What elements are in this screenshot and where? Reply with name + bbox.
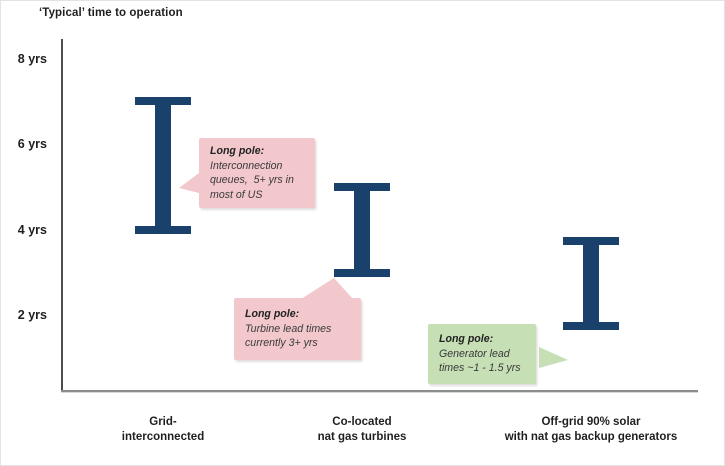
range-bar	[135, 97, 191, 234]
callout-line: queues, 5+ yrs in	[210, 174, 294, 187]
callout-line: Generator lead	[439, 347, 510, 360]
callout-generator-lead-times: Long pole: Generator lead times ~1 - 1.5…	[428, 324, 536, 384]
y-tick-label: 8 yrs	[17, 51, 47, 66]
category-label: Grid-interconnected	[53, 415, 273, 445]
chart-title: ‘Typical’ time to operation	[39, 7, 183, 19]
y-tick-label: 6 yrs	[17, 137, 47, 152]
range-bar-stem	[583, 238, 599, 329]
callout-title: Long pole:	[439, 333, 494, 345]
callout-tail-right-icon	[539, 347, 568, 368]
callout-tail-left-icon	[179, 173, 199, 193]
range-bar	[563, 236, 619, 331]
y-axis-line	[61, 39, 63, 392]
category-label-line: Off-grid 90% solar	[541, 416, 641, 428]
callout-tail-up-icon	[301, 278, 353, 299]
callout-line: times ~1 - 1.5 yrs	[439, 362, 521, 375]
category-label-line: nat gas turbines	[317, 431, 407, 443]
range-bar-bottom-cap	[563, 322, 619, 331]
callout-line: Interconnection	[210, 159, 283, 172]
callout-line: most of US	[210, 188, 263, 201]
callout-turbine-lead-times: Long pole: Turbine lead times currently …	[234, 298, 361, 360]
category-label-line: Co-located	[332, 416, 392, 428]
range-bar-stem	[354, 185, 370, 275]
range-bar-bottom-cap	[334, 268, 390, 277]
range-bar-bottom-cap	[135, 225, 191, 234]
category-label-line: with nat gas backup generators	[504, 431, 678, 443]
callout-title: Long pole:	[245, 308, 300, 320]
y-tick-label: 4 yrs	[17, 222, 47, 237]
category-label-line: Grid-	[149, 416, 177, 428]
range-bar	[334, 183, 390, 277]
callout-title: Long pole:	[210, 145, 265, 157]
callout-line: currently 3+ yrs	[245, 337, 318, 350]
y-tick-label: 2 yrs	[17, 308, 47, 323]
callout-interconnection-queues: Long pole: Interconnection queues, 5+ yr…	[199, 138, 315, 209]
category-label: Co-located nat gas turbines	[252, 415, 472, 445]
category-label: Off-grid 90% solar with nat gas backup ge…	[481, 415, 701, 445]
x-axis-line	[61, 390, 698, 393]
callout-line: Turbine lead times	[245, 322, 332, 335]
range-bar-stem	[155, 99, 171, 232]
category-label-line: interconnected	[121, 431, 205, 443]
